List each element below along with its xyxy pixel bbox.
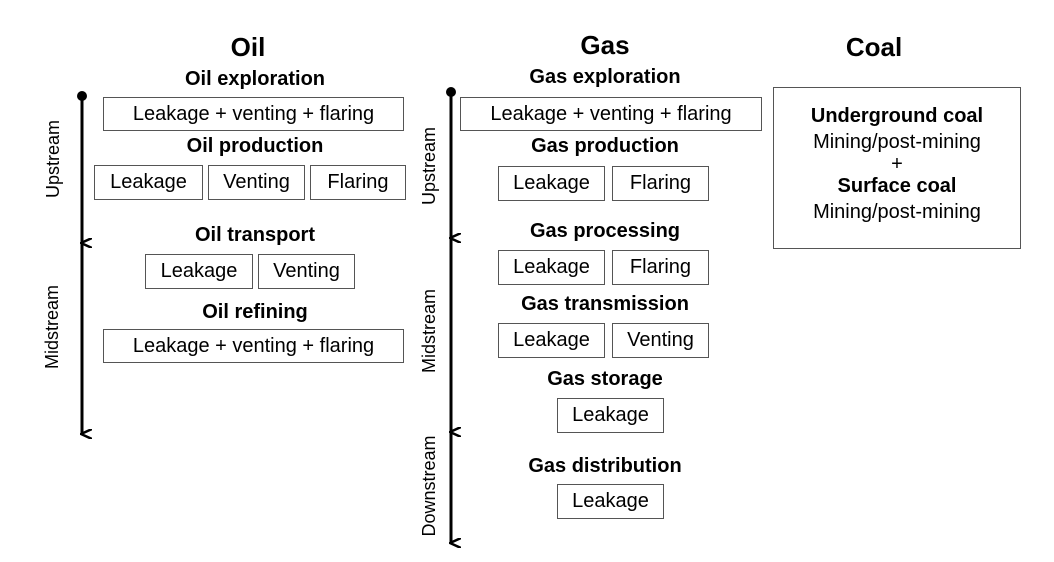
gas-processing-leakage-box: Leakage (498, 250, 605, 285)
coal-plus-sign: + (891, 153, 903, 175)
oil-transport-venting-box: Venting (258, 254, 355, 289)
oil-upstream-label: Upstream (43, 119, 63, 199)
underground-coal-title: Underground coal (810, 105, 984, 127)
oil-exploration-box: Leakage + venting + flaring (103, 97, 404, 131)
gas-production-title: Gas production (531, 135, 679, 157)
oil-production-title: Oil production (186, 135, 324, 157)
coal-box: Underground coal Mining/post-mining + Su… (773, 87, 1021, 249)
oil-production-leakage-box: Leakage (94, 165, 203, 200)
oil-refining-title: Oil refining (202, 301, 308, 323)
surface-coal-desc: Mining/post-mining (813, 201, 981, 223)
underground-coal-desc: Mining/post-mining (813, 131, 981, 153)
gas-processing-title: Gas processing (529, 220, 681, 242)
gas-midstream-label: Midstream (419, 289, 439, 374)
oil-exploration-title: Oil exploration (184, 68, 326, 90)
oil-transport-leakage-box: Leakage (145, 254, 253, 289)
gas-transmission-leakage-box: Leakage (498, 323, 605, 358)
gas-processing-flaring-box: Flaring (612, 250, 709, 285)
oil-production-flaring-box: Flaring (310, 165, 406, 200)
oil-column-title: Oil (230, 32, 266, 62)
gas-distribution-title: Gas distribution (528, 455, 682, 477)
gas-distribution-leakage-box: Leakage (557, 484, 664, 519)
gas-column-title: Gas (580, 30, 630, 60)
gas-downstream-label: Downstream (419, 435, 439, 537)
gas-storage-leakage-box: Leakage (557, 398, 664, 433)
gas-upstream-label: Upstream (419, 126, 439, 206)
gas-storage-title: Gas storage (547, 368, 663, 390)
oil-midstream-label: Midstream (42, 285, 62, 370)
gas-exploration-title: Gas exploration (529, 66, 681, 88)
gas-transmission-venting-box: Venting (612, 323, 709, 358)
oil-refining-box: Leakage + venting + flaring (103, 329, 404, 363)
oil-production-venting-box: Venting (208, 165, 305, 200)
oil-transport-title: Oil transport (194, 224, 315, 246)
gas-production-leakage-box: Leakage (498, 166, 605, 201)
gas-production-flaring-box: Flaring (612, 166, 709, 201)
gas-transmission-title: Gas transmission (521, 293, 689, 315)
coal-column-title: Coal (845, 32, 903, 62)
gas-exploration-box: Leakage + venting + flaring (460, 97, 762, 131)
surface-coal-title: Surface coal (837, 175, 957, 197)
